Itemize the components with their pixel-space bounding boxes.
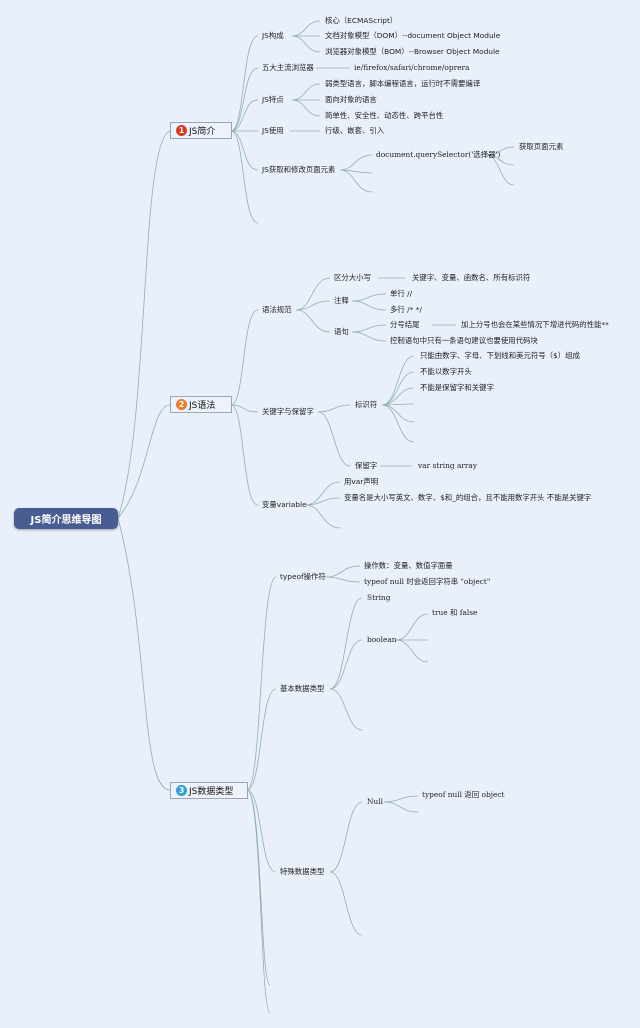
node-get-element[interactable]: 获取页面元素: [519, 142, 564, 151]
node-reserved-list[interactable]: var string array: [418, 461, 478, 470]
node-special-types[interactable]: 特殊数据类型: [280, 867, 325, 876]
node-ecmascript[interactable]: 核心（ECMAScript）: [325, 16, 398, 25]
node-null-typeof[interactable]: typeof null 返回 object: [422, 790, 505, 799]
node-variable[interactable]: 变量variable: [262, 500, 307, 509]
node-typeof-operand[interactable]: 操作数：变量、数值字面量: [364, 561, 453, 570]
node-semicolon-note[interactable]: 加上分号也会在某些情况下增进代码的性能**: [461, 320, 609, 329]
number-2-icon: 2: [176, 399, 187, 410]
topic-js-intro[interactable]: 1 JS简介: [170, 122, 232, 139]
node-js-composition[interactable]: JS构成: [262, 31, 284, 40]
root-node[interactable]: JS简介思维导图: [14, 508, 118, 529]
node-typeof-operator[interactable]: typeof操作符: [280, 572, 326, 581]
node-string[interactable]: String: [367, 593, 391, 602]
topic-label: JS简介: [189, 127, 216, 137]
node-identifier-rule-3[interactable]: 不能是保留字和关键字: [420, 383, 494, 392]
node-basic-types[interactable]: 基本数据类型: [280, 684, 325, 693]
node-keywords-reserved[interactable]: 关键字与保留字: [262, 407, 314, 416]
node-identifier[interactable]: 标识符: [355, 400, 378, 409]
node-comment[interactable]: 注释: [334, 296, 349, 305]
node-identifier-rule-2[interactable]: 不能以数字开头: [420, 367, 472, 376]
number-3-icon: 3: [176, 785, 187, 796]
topic-label: JS语法: [189, 401, 216, 411]
node-boolean-values[interactable]: true 和 false: [432, 608, 478, 617]
node-null[interactable]: Null: [367, 797, 383, 806]
node-usage-value[interactable]: 行级、嵌套、引入: [325, 126, 385, 135]
node-query-selector[interactable]: document.querySelector('选择器'): [376, 150, 501, 159]
node-case-sensitive[interactable]: 区分大小写: [334, 273, 371, 282]
node-boolean[interactable]: boolean: [367, 635, 397, 644]
node-feature-simple[interactable]: 简单性、安全性、动态性、跨平台性: [325, 111, 444, 120]
node-js-usage[interactable]: JS使用: [262, 126, 284, 135]
node-comment-single[interactable]: 单行 //: [390, 289, 413, 298]
node-var-naming[interactable]: 变量名是大小写英文、数字、$和_的组合，且不能用数字开头 不能是关键字: [344, 493, 592, 502]
number-1-icon: 1: [176, 125, 187, 136]
topic-js-data-types[interactable]: 3 JS数据类型: [170, 782, 248, 799]
node-reserved-words[interactable]: 保留字: [355, 461, 378, 470]
topic-js-syntax[interactable]: 2 JS语法: [170, 396, 232, 413]
node-feature-weak-type[interactable]: 弱类型语言，脚本编程语言，运行时不需要编译: [325, 79, 481, 88]
node-browsers-list[interactable]: ie/firefox/safari/chrome/oprera: [354, 63, 470, 72]
node-code-block[interactable]: 控制语句中只有一条语句建议也要使用代码块: [390, 336, 538, 345]
node-bom[interactable]: 浏览器对象模型（BOM）--Browser Object Module: [325, 47, 500, 56]
node-statement[interactable]: 语句: [334, 327, 349, 336]
node-case-targets[interactable]: 关键字、变量、函数名、所有标识符: [412, 273, 531, 282]
node-comment-multi[interactable]: 多行 /* */: [390, 305, 422, 314]
node-browsers[interactable]: 五大主流浏览器: [262, 63, 314, 72]
node-var-declare[interactable]: 用var声明: [344, 477, 379, 486]
node-semicolon[interactable]: 分号结尾: [390, 320, 420, 329]
node-identifier-rule-1[interactable]: 只能由数字、字母、下划线和美元符号（$）组成: [420, 351, 580, 360]
node-typeof-null[interactable]: typeof null 时会返回字符串 "object": [364, 577, 491, 586]
node-js-features[interactable]: JS特点: [262, 95, 284, 104]
node-dom[interactable]: 文档对象模型（DOM）--document Object Module: [325, 31, 501, 40]
node-syntax-rules[interactable]: 语法规范: [262, 305, 292, 314]
node-feature-oop[interactable]: 面向对象的语言: [325, 95, 377, 104]
node-get-modify-elements[interactable]: JS获取和修改页面元素: [262, 165, 336, 174]
topic-label: JS数据类型: [189, 787, 234, 797]
